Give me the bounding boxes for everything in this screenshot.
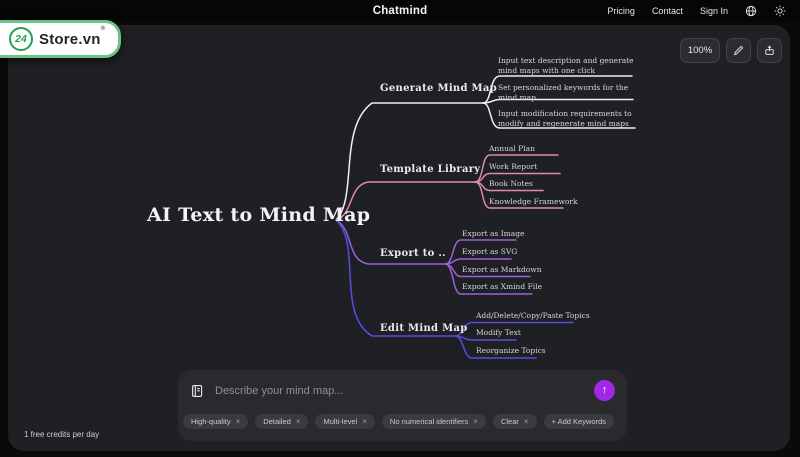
branch-node-template-library[interactable]: Template Library [380,164,481,175]
nav-sign-in[interactable]: Sign In [699,6,728,16]
app-title[interactable]: Chatmind [372,5,428,17]
edit-pencil-button[interactable] [726,38,751,63]
remove-keyword-icon[interactable]: × [295,417,301,426]
top-header: Chatmind Pricing Contact Sign In [0,0,800,22]
keyword-chip-no-numerical-identifiers[interactable]: No numerical identifiers× [381,414,486,429]
mindmap-child-node[interactable]: Export as SVG [462,247,518,256]
remove-keyword-icon[interactable]: × [235,417,241,426]
mindmap-child-node[interactable]: Input text description and generate mind… [498,56,634,75]
mindmap-child-node[interactable]: Reorganize Topics [476,346,546,355]
remove-keyword-icon[interactable]: × [523,417,529,426]
canvas-toolbar: 100% [680,38,782,63]
keyword-chips: High-quality× Detailed× Multi-level× No … [178,411,627,429]
store-logo-badge: 24 Store.vn® [0,20,122,58]
theme-sun-icon[interactable] [774,5,786,17]
keyword-chip-multi-level[interactable]: Multi-level× [315,414,375,429]
mindmap-child-node[interactable]: Export as Xmind File [462,282,543,291]
top-nav: Pricing Contact Sign In [607,0,786,22]
mindmap-child-node[interactable]: Book Notes [489,179,533,188]
notebook-icon [192,384,203,397]
registered-mark: ® [100,25,106,32]
mindmap-child-node[interactable]: Knowledge Framework [489,197,578,206]
add-keywords-button[interactable]: + Add Keywords [543,414,614,429]
zoom-level-button[interactable]: 100% [680,38,720,63]
branch-node-edit-mind-map[interactable]: Edit Mind Map [380,323,468,334]
logo-24-icon: 24 [9,27,33,51]
branch-node-export-to[interactable]: Export to .. [380,248,446,259]
branch-node-generate-mind-map[interactable]: Generate Mind Map [380,83,497,94]
mindmap-prompt-input[interactable] [213,383,585,398]
mindmap-child-node[interactable]: Export as Markdown [462,265,542,274]
remove-keyword-icon[interactable]: × [362,417,367,426]
export-icon [765,45,774,55]
mindmap-child-node[interactable]: Work Report [489,162,538,171]
send-button[interactable]: ↑ [594,380,615,401]
mindmap-child-node[interactable]: Input modification requirements to modif… [498,109,632,128]
up-arrow-icon: ↑ [601,384,608,396]
mindmap-root-node[interactable]: AI Text to Mind Map [147,204,371,226]
mindmap-child-node[interactable]: Modify Text [476,328,521,337]
keyword-chip-detailed[interactable]: Detailed× [255,414,309,429]
mindmap-child-node[interactable]: Export as Image [462,229,525,238]
pencil-icon [733,46,743,56]
keyword-chip-clear[interactable]: Clear× [492,414,537,429]
export-button[interactable] [757,38,782,63]
mindmap-child-node[interactable]: Add/Delete/Copy/Paste Topics [476,311,590,320]
nav-pricing[interactable]: Pricing [607,6,635,16]
credits-note: 1 free credits per day [24,430,100,439]
mindmap-child-node[interactable]: Set personalized keywords for the mind m… [498,83,629,102]
prompt-row: ↑ [178,370,627,411]
logo-name: Store.vn [39,30,101,48]
remove-keyword-icon[interactable]: × [473,417,478,426]
nav-contact[interactable]: Contact [651,6,683,16]
keyword-chip-high-quality[interactable]: High-quality× [183,414,249,429]
mindmap-child-node[interactable]: Annual Plan [489,144,535,153]
globe-icon[interactable] [745,5,757,17]
prompt-composer: ↑ High-quality× Detailed× Multi-level× N… [178,370,627,441]
